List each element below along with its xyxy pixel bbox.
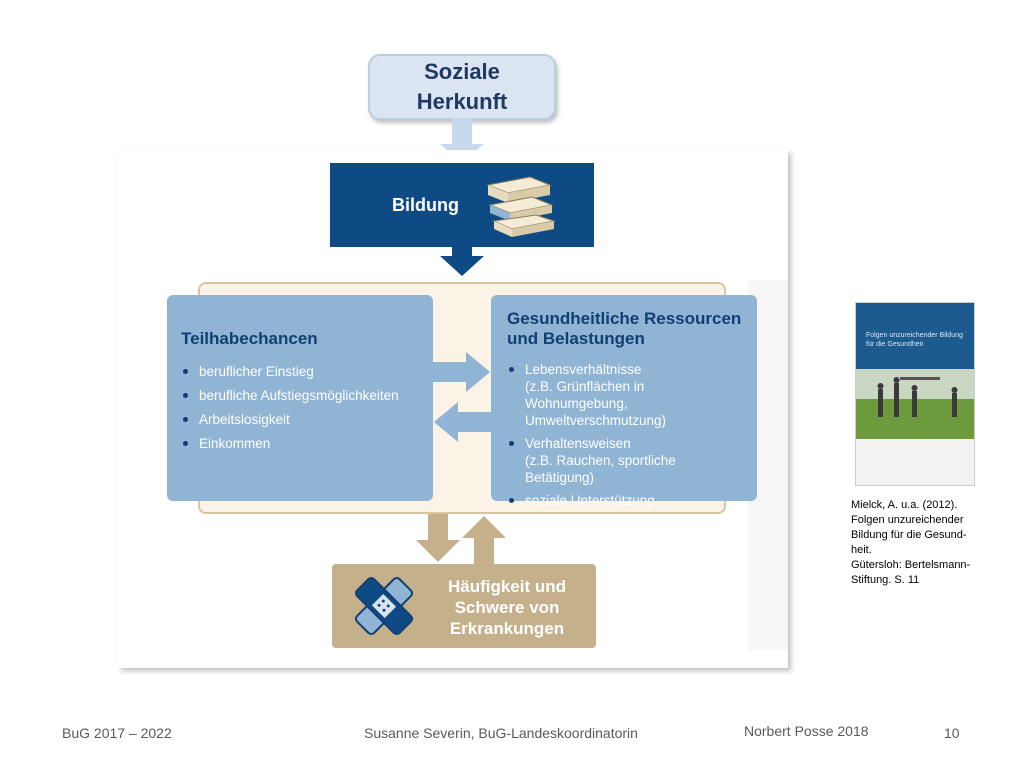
teilhabechancen-box: Teilhabechancen beruflicher Einstieg ber…	[167, 295, 433, 501]
footer-center: Susanne Severin, BuG-Landeskoordinatorin	[364, 725, 638, 741]
ressourcen-title: Gesundheitliche Ressourcen und Belastung…	[507, 309, 742, 348]
page-number: 10	[944, 725, 960, 741]
arrow-down-dark	[440, 246, 484, 276]
soziale-herkunft-line2: Herkunft	[416, 89, 508, 114]
soziale-herkunft-line1: Soziale	[424, 59, 500, 84]
list-item: Lebensverhältnisse (z.B. Grünflächen in …	[507, 361, 743, 429]
list-item: Verhaltensweisen (z.B. Rauchen, sportlic…	[507, 435, 743, 486]
teilhabechancen-list: beruflicher Einstieg berufliche Aufstieg…	[181, 363, 419, 452]
list-item: Einkommen	[181, 435, 419, 452]
list-item: berufliche Aufstiegsmöglichkeiten	[181, 387, 419, 404]
footer-left: BuG 2017 – 2022	[62, 725, 172, 741]
teilhabechancen-title: Teilhabechancen	[181, 329, 318, 348]
arrow-up-tan	[462, 516, 506, 564]
list-item: Arbeitslosigkeit	[181, 411, 419, 428]
arrow-down-tan	[416, 514, 460, 562]
ressourcen-list: Lebensverhältnisse (z.B. Grünflächen in …	[507, 361, 743, 509]
bildung-box: Bildung	[330, 163, 594, 247]
bandage-icon	[354, 576, 414, 636]
books-icon	[486, 176, 556, 237]
list-item: soziale Unterstützung	[507, 492, 743, 509]
ressourcen-box: Gesundheitliche Ressourcen und Belastung…	[491, 295, 757, 508]
soziale-herkunft-box: Soziale Herkunft	[368, 54, 556, 120]
people-photo	[856, 369, 974, 439]
arrow-right	[432, 352, 490, 392]
bildung-label: Bildung	[392, 195, 459, 215]
citation: Mielck, A. u.a. (2012). Folgen unzureich…	[851, 499, 971, 586]
arrow-left	[434, 402, 492, 442]
footer-right: Norbert Posse 2018	[744, 723, 869, 739]
list-item: beruflicher Einstieg	[181, 363, 419, 380]
haeufigkeit-box: Häufigkeit und Schwere von Erkrankungen	[332, 564, 596, 648]
haeufigkeit-label: Häufigkeit und Schwere von Erkrankungen	[447, 577, 567, 638]
